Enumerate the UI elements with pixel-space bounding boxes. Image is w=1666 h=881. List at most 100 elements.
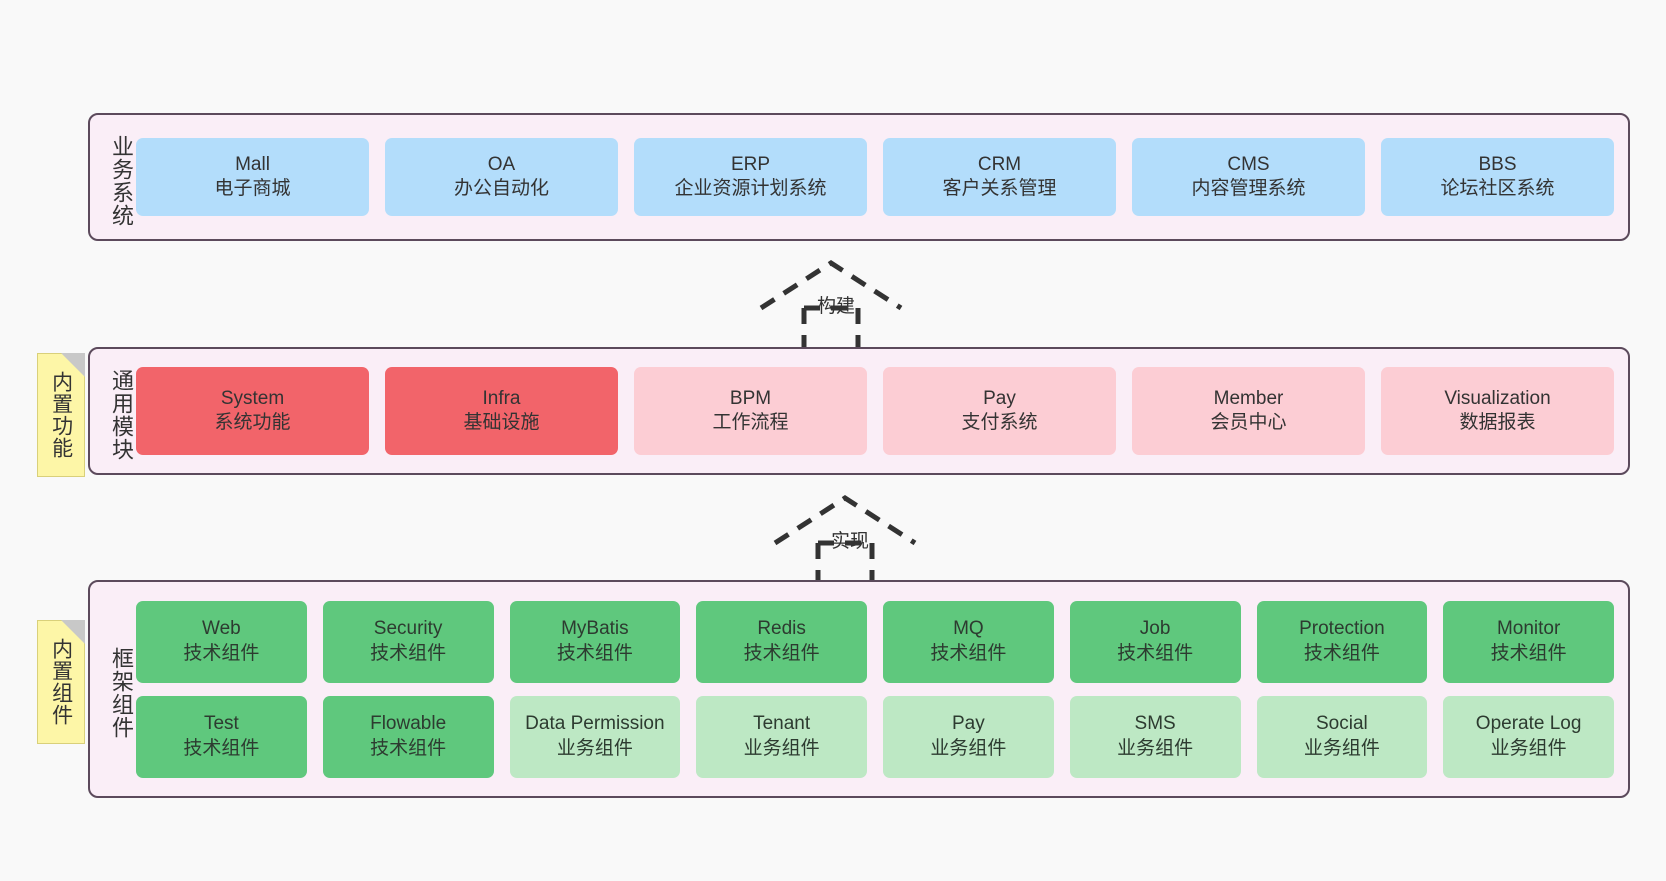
card-mybatis[interactable]: MyBatis 技术组件 (509, 600, 681, 683)
card-sms[interactable]: SMS 业务组件 (1069, 695, 1241, 778)
layer-body-common-module: System 系统功能 Infra 基础设施 BPM 工作流程 Pay 支付系统… (134, 349, 1628, 473)
sticky-note-builtin-function: 内置功能 (37, 353, 85, 477)
card-title-en: CRM (977, 153, 1022, 175)
card-title-en: MQ (953, 618, 984, 640)
card-title-en: Member (1213, 387, 1284, 409)
card-title-cn: 业务组件 (743, 737, 820, 759)
card-title-cn: 技术组件 (1490, 642, 1567, 664)
card-title-cn: 企业资源计划系统 (674, 178, 827, 199)
card-pay-module[interactable]: Pay 支付系统 (883, 367, 1116, 455)
card-erp[interactable]: ERP 企业资源计划系统 (634, 138, 867, 216)
card-title-en: Data Permission (525, 713, 665, 735)
card-title-en: Protection (1299, 618, 1385, 640)
card-title-cn: 客户关系管理 (942, 178, 1057, 199)
card-title-cn: 数据报表 (1459, 412, 1536, 433)
layer-title-framework-component: 框架组件 (109, 647, 134, 739)
card-job[interactable]: Job 技术组件 (1069, 600, 1241, 683)
card-title-cn: 技术组件 (556, 642, 633, 664)
card-protection[interactable]: Protection 技术组件 (1256, 600, 1428, 683)
card-title-en: MyBatis (561, 618, 629, 640)
sticky-note-label: 内置组件 (49, 638, 73, 726)
card-title-cn: 技术组件 (370, 642, 447, 664)
card-title-cn: 基础设施 (463, 412, 540, 433)
card-title-cn: 技术组件 (930, 642, 1007, 664)
card-pay-component[interactable]: Pay 业务组件 (883, 695, 1054, 778)
card-title-en: Job (1139, 618, 1171, 640)
card-title-cn: 业务组件 (1117, 737, 1194, 759)
card-title-en: Test (203, 713, 239, 735)
card-title-cn: 业务组件 (556, 737, 633, 759)
card-title-en: Mall (235, 153, 270, 175)
card-web[interactable]: Web 技术组件 (136, 600, 307, 683)
card-monitor[interactable]: Monitor 技术组件 (1443, 600, 1614, 683)
card-title-en: Operate Log (1475, 713, 1582, 735)
card-title-cn: 业务组件 (930, 737, 1007, 759)
card-oa[interactable]: OA 办公自动化 (385, 138, 618, 216)
card-tenant[interactable]: Tenant 业务组件 (696, 695, 867, 778)
sticky-note-label: 内置功能 (49, 371, 73, 459)
card-title-en: BBS (1478, 153, 1517, 175)
connector-build-label: 构建 (817, 296, 856, 317)
card-title-cn: 业务组件 (1490, 737, 1567, 759)
card-title-en: System (220, 387, 285, 409)
card-crm[interactable]: CRM 客户关系管理 (883, 138, 1116, 216)
layer-title-common-module: 通用模块 (109, 369, 134, 461)
card-title-cn: 技术组件 (370, 737, 447, 759)
card-title-cn: 技术组件 (1303, 642, 1380, 664)
card-title-cn: 支付系统 (961, 412, 1038, 433)
framework-row-business: Test 技术组件 Flowable 技术组件 Data Permission … (136, 695, 1614, 778)
connector-implement-label: 实现 (831, 531, 870, 552)
card-title-en: Security (373, 618, 443, 640)
card-title-en: Infra (482, 387, 521, 409)
card-title-cn: 论坛社区系统 (1440, 178, 1555, 199)
layer-business-system: 业务系统 Mall 电子商城 OA 办公自动化 ERP 企业资源计划系统 CRM… (88, 113, 1630, 241)
card-infra[interactable]: Infra 基础设施 (385, 367, 618, 455)
card-member[interactable]: Member 会员中心 (1132, 367, 1365, 455)
card-social[interactable]: Social 业务组件 (1256, 695, 1428, 778)
layer-body-framework-component: Web 技术组件 Security 技术组件 MyBatis 技术组件 Redi… (134, 582, 1628, 796)
card-title-cn: 业务组件 (1303, 737, 1380, 759)
card-title-en: Visualization (1444, 387, 1551, 409)
card-title-en: Web (202, 618, 241, 640)
card-title-en: Monitor (1496, 618, 1561, 640)
card-title-cn: 会员中心 (1210, 412, 1287, 433)
card-title-en: Pay (983, 387, 1016, 409)
card-title-en: ERP (730, 153, 771, 175)
layer-framework-component: 框架组件 Web 技术组件 Security 技术组件 MyBatis 技术组件… (88, 580, 1630, 798)
card-title-cn: 技术组件 (183, 737, 260, 759)
card-title-en: SMS (1134, 713, 1176, 735)
card-title-en: Tenant (753, 713, 811, 735)
framework-row-technical: Web 技术组件 Security 技术组件 MyBatis 技术组件 Redi… (136, 600, 1614, 683)
sticky-note-builtin-component: 内置组件 (37, 620, 85, 744)
card-test[interactable]: Test 技术组件 (136, 695, 307, 778)
card-visualization[interactable]: Visualization 数据报表 (1381, 367, 1614, 455)
card-title-cn: 技术组件 (183, 642, 260, 664)
card-mq[interactable]: MQ 技术组件 (883, 600, 1054, 683)
card-operate-log[interactable]: Operate Log 业务组件 (1443, 695, 1614, 778)
layer-common-module: 通用模块 System 系统功能 Infra 基础设施 BPM 工作流程 Pay… (88, 347, 1630, 475)
card-title-en: CMS (1227, 153, 1270, 175)
card-flowable[interactable]: Flowable 技术组件 (322, 695, 494, 778)
card-bpm[interactable]: BPM 工作流程 (634, 367, 867, 455)
card-title-cn: 工作流程 (712, 412, 789, 433)
layer-title-business-system: 业务系统 (109, 135, 134, 227)
card-title-cn: 电子商城 (214, 178, 291, 199)
card-mall[interactable]: Mall 电子商城 (136, 138, 369, 216)
card-security[interactable]: Security 技术组件 (322, 600, 494, 683)
card-title-cn: 技术组件 (1117, 642, 1194, 664)
card-title-en: Pay (952, 713, 985, 735)
card-title-en: BPM (729, 387, 772, 409)
card-data-permission[interactable]: Data Permission 业务组件 (509, 695, 681, 778)
card-title-en: Flowable (370, 713, 447, 735)
card-system[interactable]: System 系统功能 (136, 367, 369, 455)
card-title-en: OA (487, 153, 516, 175)
card-cms[interactable]: CMS 内容管理系统 (1132, 138, 1365, 216)
card-title-cn: 办公自动化 (453, 178, 549, 199)
card-bbs[interactable]: BBS 论坛社区系统 (1381, 138, 1614, 216)
card-title-cn: 内容管理系统 (1191, 178, 1306, 199)
layer-body-business-system: Mall 电子商城 OA 办公自动化 ERP 企业资源计划系统 CRM 客户关系… (134, 115, 1628, 239)
card-title-en: Redis (757, 618, 806, 640)
card-title-cn: 技术组件 (743, 642, 820, 664)
card-redis[interactable]: Redis 技术组件 (696, 600, 867, 683)
